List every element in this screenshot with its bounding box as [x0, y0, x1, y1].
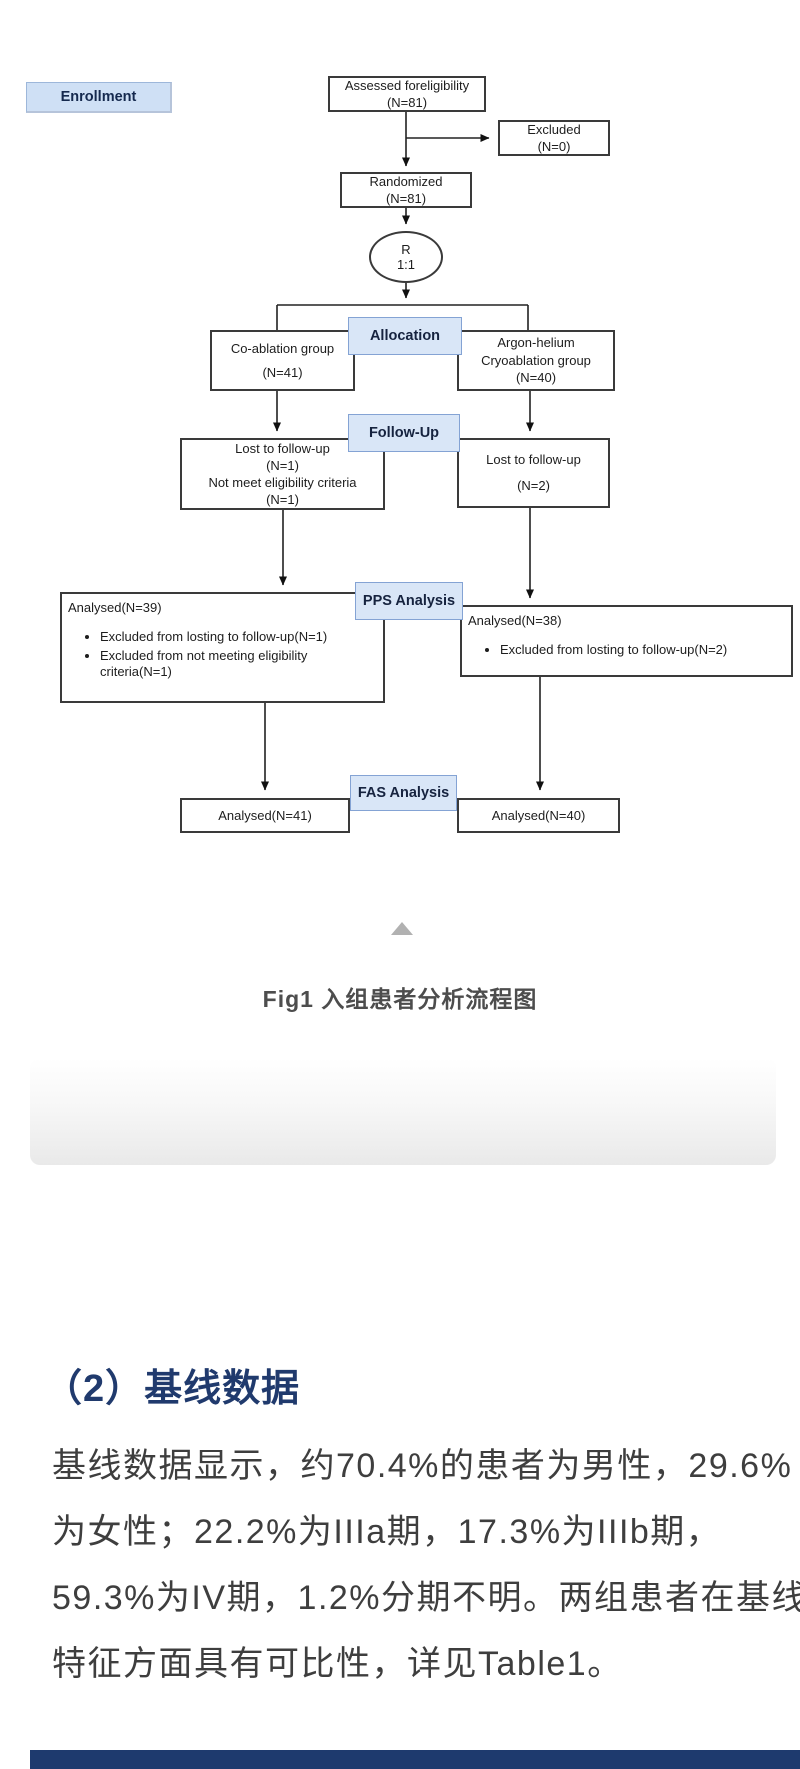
fas-right-label: Analysed(N=40) [491, 808, 586, 823]
node-assessed: Assessed foreligibility (N=81) [328, 76, 486, 112]
enrollment-stage-label: Enrollment [26, 82, 172, 113]
pps-left-title: Analysed(N=39) [68, 600, 162, 615]
node-fas-analysed-right: Analysed(N=40) [457, 798, 620, 833]
paragraph-line: 基线数据显示，约70.4%的患者为男性，29.6% [52, 1447, 793, 1485]
node-pps-analysed-right: Analysed(N=38) Excluded from losting to … [460, 605, 793, 677]
node-randomized-line2: (N=81) [385, 191, 427, 206]
ratio-line1: R [401, 242, 411, 257]
node-assessed-line1: Assessed foreligibility [344, 78, 470, 93]
lost-left-line2: (N=1) [266, 458, 299, 473]
node-lost-right: Lost to follow-up (N=2) [457, 438, 610, 508]
node-excluded-line1: Excluded [527, 122, 581, 137]
allocation-stage-label: Allocation [348, 317, 462, 355]
ratio-line2: 1:1 [396, 257, 416, 272]
node-assessed-line2: (N=81) [386, 95, 428, 110]
pps-left-bullets: Excluded from losting to follow-up(N=1) … [86, 629, 383, 683]
co-ablation-line1: Co-ablation group [230, 340, 335, 356]
node-excluded-line2: (N=0) [537, 139, 571, 154]
pps-right-bullet-1: Excluded from losting to follow-up(N=2) [500, 642, 791, 659]
argon-line1: Argon-helium [497, 335, 575, 351]
node-pps-analysed-left: Analysed(N=39) Excluded from losting to … [60, 592, 385, 703]
lost-left-line3: Not meet eligibility criteria [208, 475, 357, 490]
lost-left-line4: (N=1) [266, 492, 299, 507]
pps-right-bullets: Excluded from losting to follow-up(N=2) [486, 642, 791, 661]
node-randomization-ratio: R 1:1 [369, 231, 443, 283]
node-lost-left: Lost to follow-up (N=1) Not meet eligibi… [180, 438, 385, 510]
lost-left-line1: Lost to follow-up [235, 441, 330, 456]
argon-line2: Cryoablation group [481, 352, 591, 368]
collapse-figure-arrow-icon[interactable] [391, 922, 413, 935]
node-randomized: Randomized (N=81) [340, 172, 472, 208]
section-heading: （2）基线数据 [44, 1368, 301, 1410]
card-bottom-fade [30, 1058, 776, 1165]
paragraph-line: 为女性；22.2%为IIIa期，17.3%为IIIb期， [52, 1513, 722, 1551]
pps-left-bullet-1: Excluded from losting to follow-up(N=1) [100, 629, 338, 646]
node-excluded: Excluded (N=0) [498, 120, 610, 156]
flow-connectors [261, 112, 544, 791]
follow-up-stage-label: Follow-Up [348, 414, 460, 452]
pps-left-bullet-2: Excluded from not meeting eligibility cr… [100, 648, 338, 681]
paragraph-line: 59.3%为IV期，1.2%分期不明。两组患者在基线 [52, 1579, 800, 1617]
fas-left-label: Analysed(N=41) [218, 808, 312, 823]
argon-line3: (N=40) [515, 370, 557, 386]
node-fas-analysed-left: Analysed(N=41) [180, 798, 350, 833]
co-ablation-line2: (N=41) [262, 364, 303, 380]
node-randomized-line1: Randomized [369, 174, 443, 189]
fas-analysis-stage-label: FAS Analysis [350, 775, 457, 811]
baseline-paragraph: 基线数据显示，约70.4%的患者为男性，29.6% 为女性；22.2%为IIIa… [52, 1433, 800, 1697]
node-co-ablation-group: Co-ablation group (N=41) [210, 330, 355, 391]
consort-flow-diagram: Enrollment Allocation Follow-Up PPS Anal… [0, 0, 800, 870]
paragraph-line: 特征方面具有可比性，详见Table1。 [52, 1645, 623, 1683]
lost-right-line2: (N=2) [517, 478, 550, 493]
pps-analysis-stage-label: PPS Analysis [355, 582, 463, 620]
lost-right-line1: Lost to follow-up [486, 452, 581, 467]
table-header-bar-partial [30, 1750, 800, 1769]
figure-caption: Fig1 入组患者分析流程图 [262, 986, 538, 1012]
pps-right-title: Analysed(N=38) [468, 613, 562, 628]
node-argon-helium-group: Argon-helium Cryoablation group (N=40) [457, 330, 615, 391]
